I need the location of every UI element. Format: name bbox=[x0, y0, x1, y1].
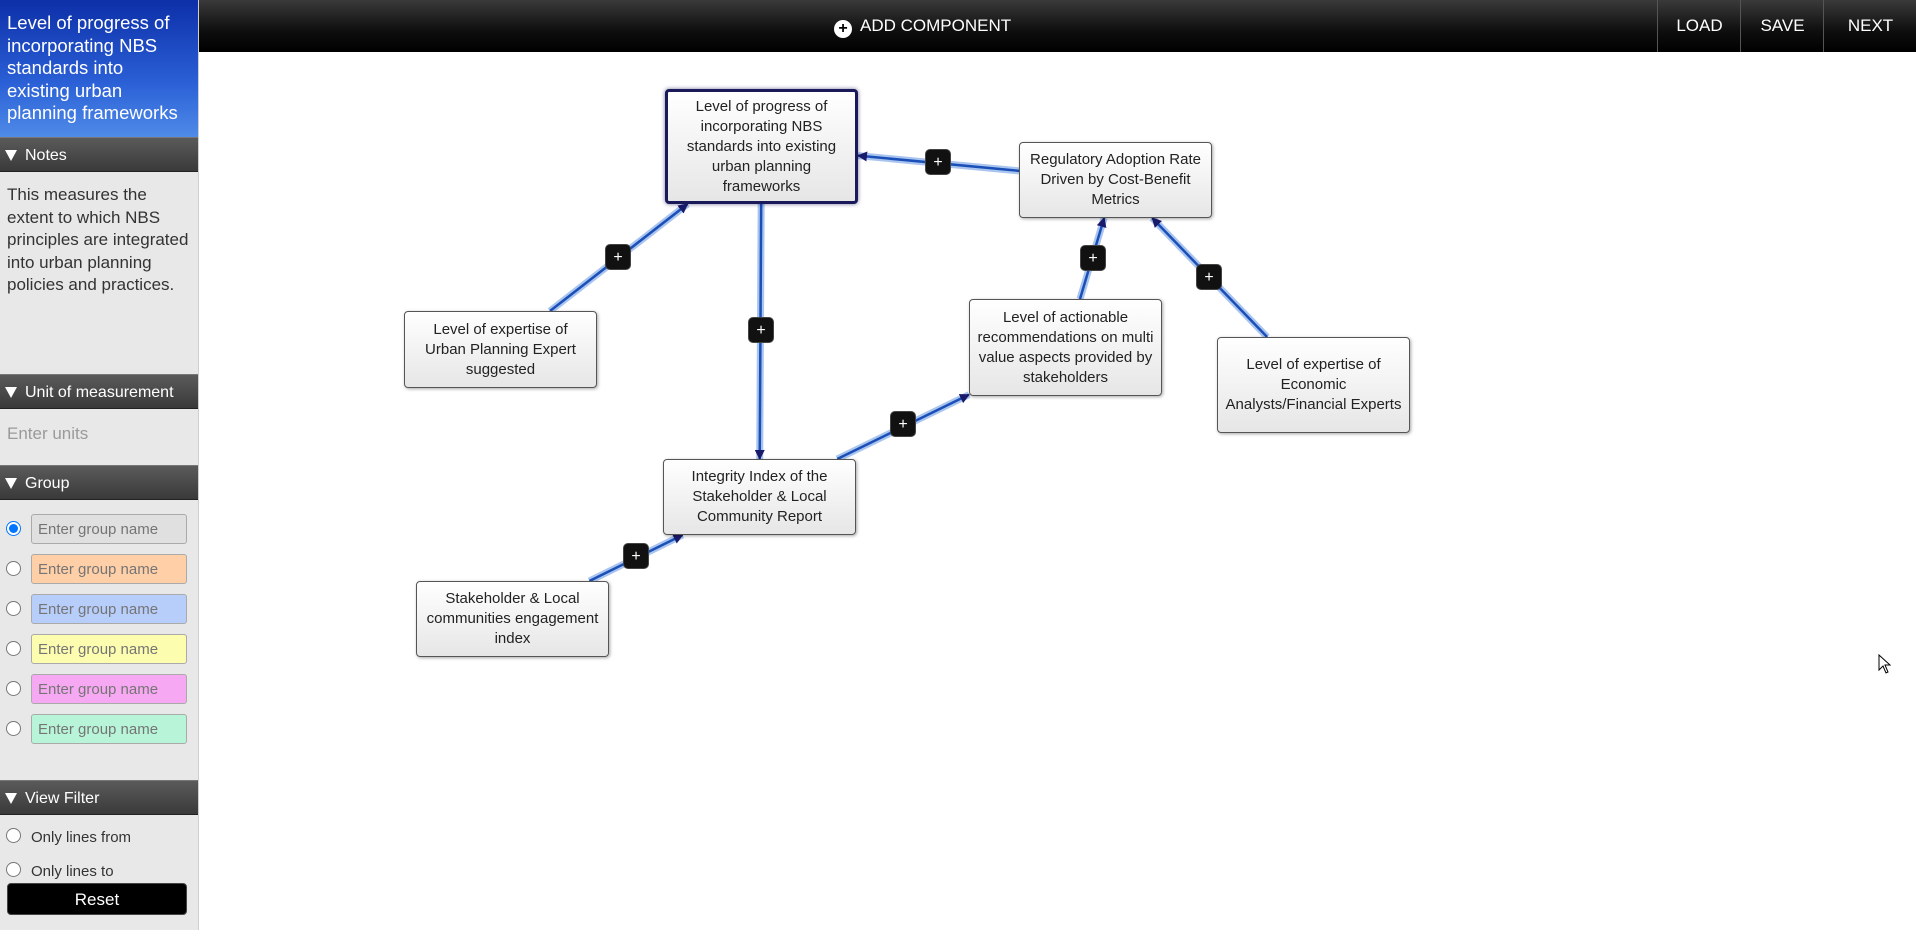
view-filter-header-label: View Filter bbox=[25, 790, 100, 807]
only-lines-to-label: Only lines to bbox=[31, 863, 114, 880]
group-row bbox=[0, 672, 198, 712]
view-filter-section: Only lines from Only lines to bbox=[0, 815, 198, 945]
group-name-input-6[interactable] bbox=[31, 714, 187, 744]
unit-section-header[interactable]: Unit of measurement bbox=[0, 374, 198, 409]
node-actionable-recommendations[interactable]: Level of actionable recommendations on m… bbox=[969, 299, 1162, 396]
group-radio-5[interactable] bbox=[6, 681, 21, 696]
add-component-button[interactable]: + ADD COMPONENT bbox=[834, 0, 1011, 52]
group-row bbox=[0, 592, 198, 632]
only-lines-from-label: Only lines from bbox=[31, 829, 132, 846]
link-add-button[interactable]: + bbox=[1196, 264, 1222, 290]
collapse-triangle-icon bbox=[5, 478, 17, 489]
only-lines-to-radio[interactable] bbox=[6, 862, 21, 877]
collapse-triangle-icon bbox=[5, 387, 17, 398]
group-name-input-2[interactable] bbox=[31, 554, 187, 584]
group-section bbox=[0, 500, 198, 780]
sidebar: Level of progress of incorporating NBS s… bbox=[0, 0, 199, 930]
unit-header-label: Unit of measurement bbox=[25, 384, 174, 401]
link-add-button[interactable]: + bbox=[605, 244, 631, 270]
group-radio-3[interactable] bbox=[6, 601, 21, 616]
notes-header-label: Notes bbox=[25, 147, 67, 164]
collapse-triangle-icon bbox=[5, 793, 17, 804]
group-section-header[interactable]: Group bbox=[0, 465, 198, 500]
add-component-label: ADD COMPONENT bbox=[860, 16, 1012, 35]
link-add-button[interactable]: + bbox=[890, 411, 916, 437]
link-add-button[interactable]: + bbox=[925, 149, 951, 175]
node-nbs-progress[interactable]: Level of progress of incorporating NBS s… bbox=[665, 89, 858, 204]
notes-section-header[interactable]: Notes bbox=[0, 137, 198, 172]
group-row bbox=[0, 632, 198, 672]
unit-section bbox=[0, 409, 198, 465]
group-header-label: Group bbox=[25, 475, 70, 492]
node-integrity-index[interactable]: Integrity Index of the Stakeholder & Loc… bbox=[663, 459, 856, 535]
node-economic-analysts-expertise[interactable]: Level of expertise of Economic Analysts/… bbox=[1217, 337, 1410, 433]
group-radio-6[interactable] bbox=[6, 721, 21, 736]
collapse-triangle-icon bbox=[5, 150, 17, 161]
group-radio-2[interactable] bbox=[6, 561, 21, 576]
group-radio-4[interactable] bbox=[6, 641, 21, 656]
units-input[interactable] bbox=[7, 409, 193, 459]
group-row bbox=[0, 712, 198, 752]
node-stakeholder-engagement[interactable]: Stakeholder & Local communities engageme… bbox=[416, 581, 609, 657]
notes-text[interactable]: This measures the extent to which NBS pr… bbox=[7, 185, 189, 294]
group-row bbox=[0, 512, 198, 552]
save-button[interactable]: SAVE bbox=[1740, 0, 1824, 52]
filter-row-from: Only lines from bbox=[0, 827, 198, 861]
view-filter-section-header[interactable]: View Filter bbox=[0, 780, 198, 815]
group-name-input-4[interactable] bbox=[31, 634, 187, 664]
link-add-button[interactable]: + bbox=[623, 543, 649, 569]
next-button[interactable]: NEXT bbox=[1823, 0, 1916, 52]
load-button[interactable]: LOAD bbox=[1657, 0, 1741, 52]
group-radio-1[interactable] bbox=[6, 521, 21, 536]
group-name-input-5[interactable] bbox=[31, 674, 187, 704]
component-title: Level of progress of incorporating NBS s… bbox=[0, 0, 198, 137]
only-lines-from-radio[interactable] bbox=[6, 828, 21, 843]
diagram-canvas[interactable]: Level of progress of incorporating NBS s… bbox=[199, 52, 1916, 930]
group-name-input-1[interactable] bbox=[31, 514, 187, 544]
toolbar: + ADD COMPONENT LOAD SAVE NEXT bbox=[199, 0, 1916, 52]
reset-button[interactable]: Reset bbox=[7, 883, 187, 915]
link-add-button[interactable]: + bbox=[1080, 245, 1106, 271]
link-add-button[interactable]: + bbox=[748, 317, 774, 343]
node-regulatory-adoption[interactable]: Regulatory Adoption Rate Driven by Cost-… bbox=[1019, 142, 1212, 218]
group-name-input-3[interactable] bbox=[31, 594, 187, 624]
group-row bbox=[0, 552, 198, 592]
node-urban-planning-expertise[interactable]: Level of expertise of Urban Planning Exp… bbox=[404, 311, 597, 388]
mouse-cursor-icon bbox=[1878, 654, 1892, 674]
plus-circle-icon: + bbox=[834, 20, 852, 38]
filter-row-to: Only lines to bbox=[0, 861, 198, 895]
